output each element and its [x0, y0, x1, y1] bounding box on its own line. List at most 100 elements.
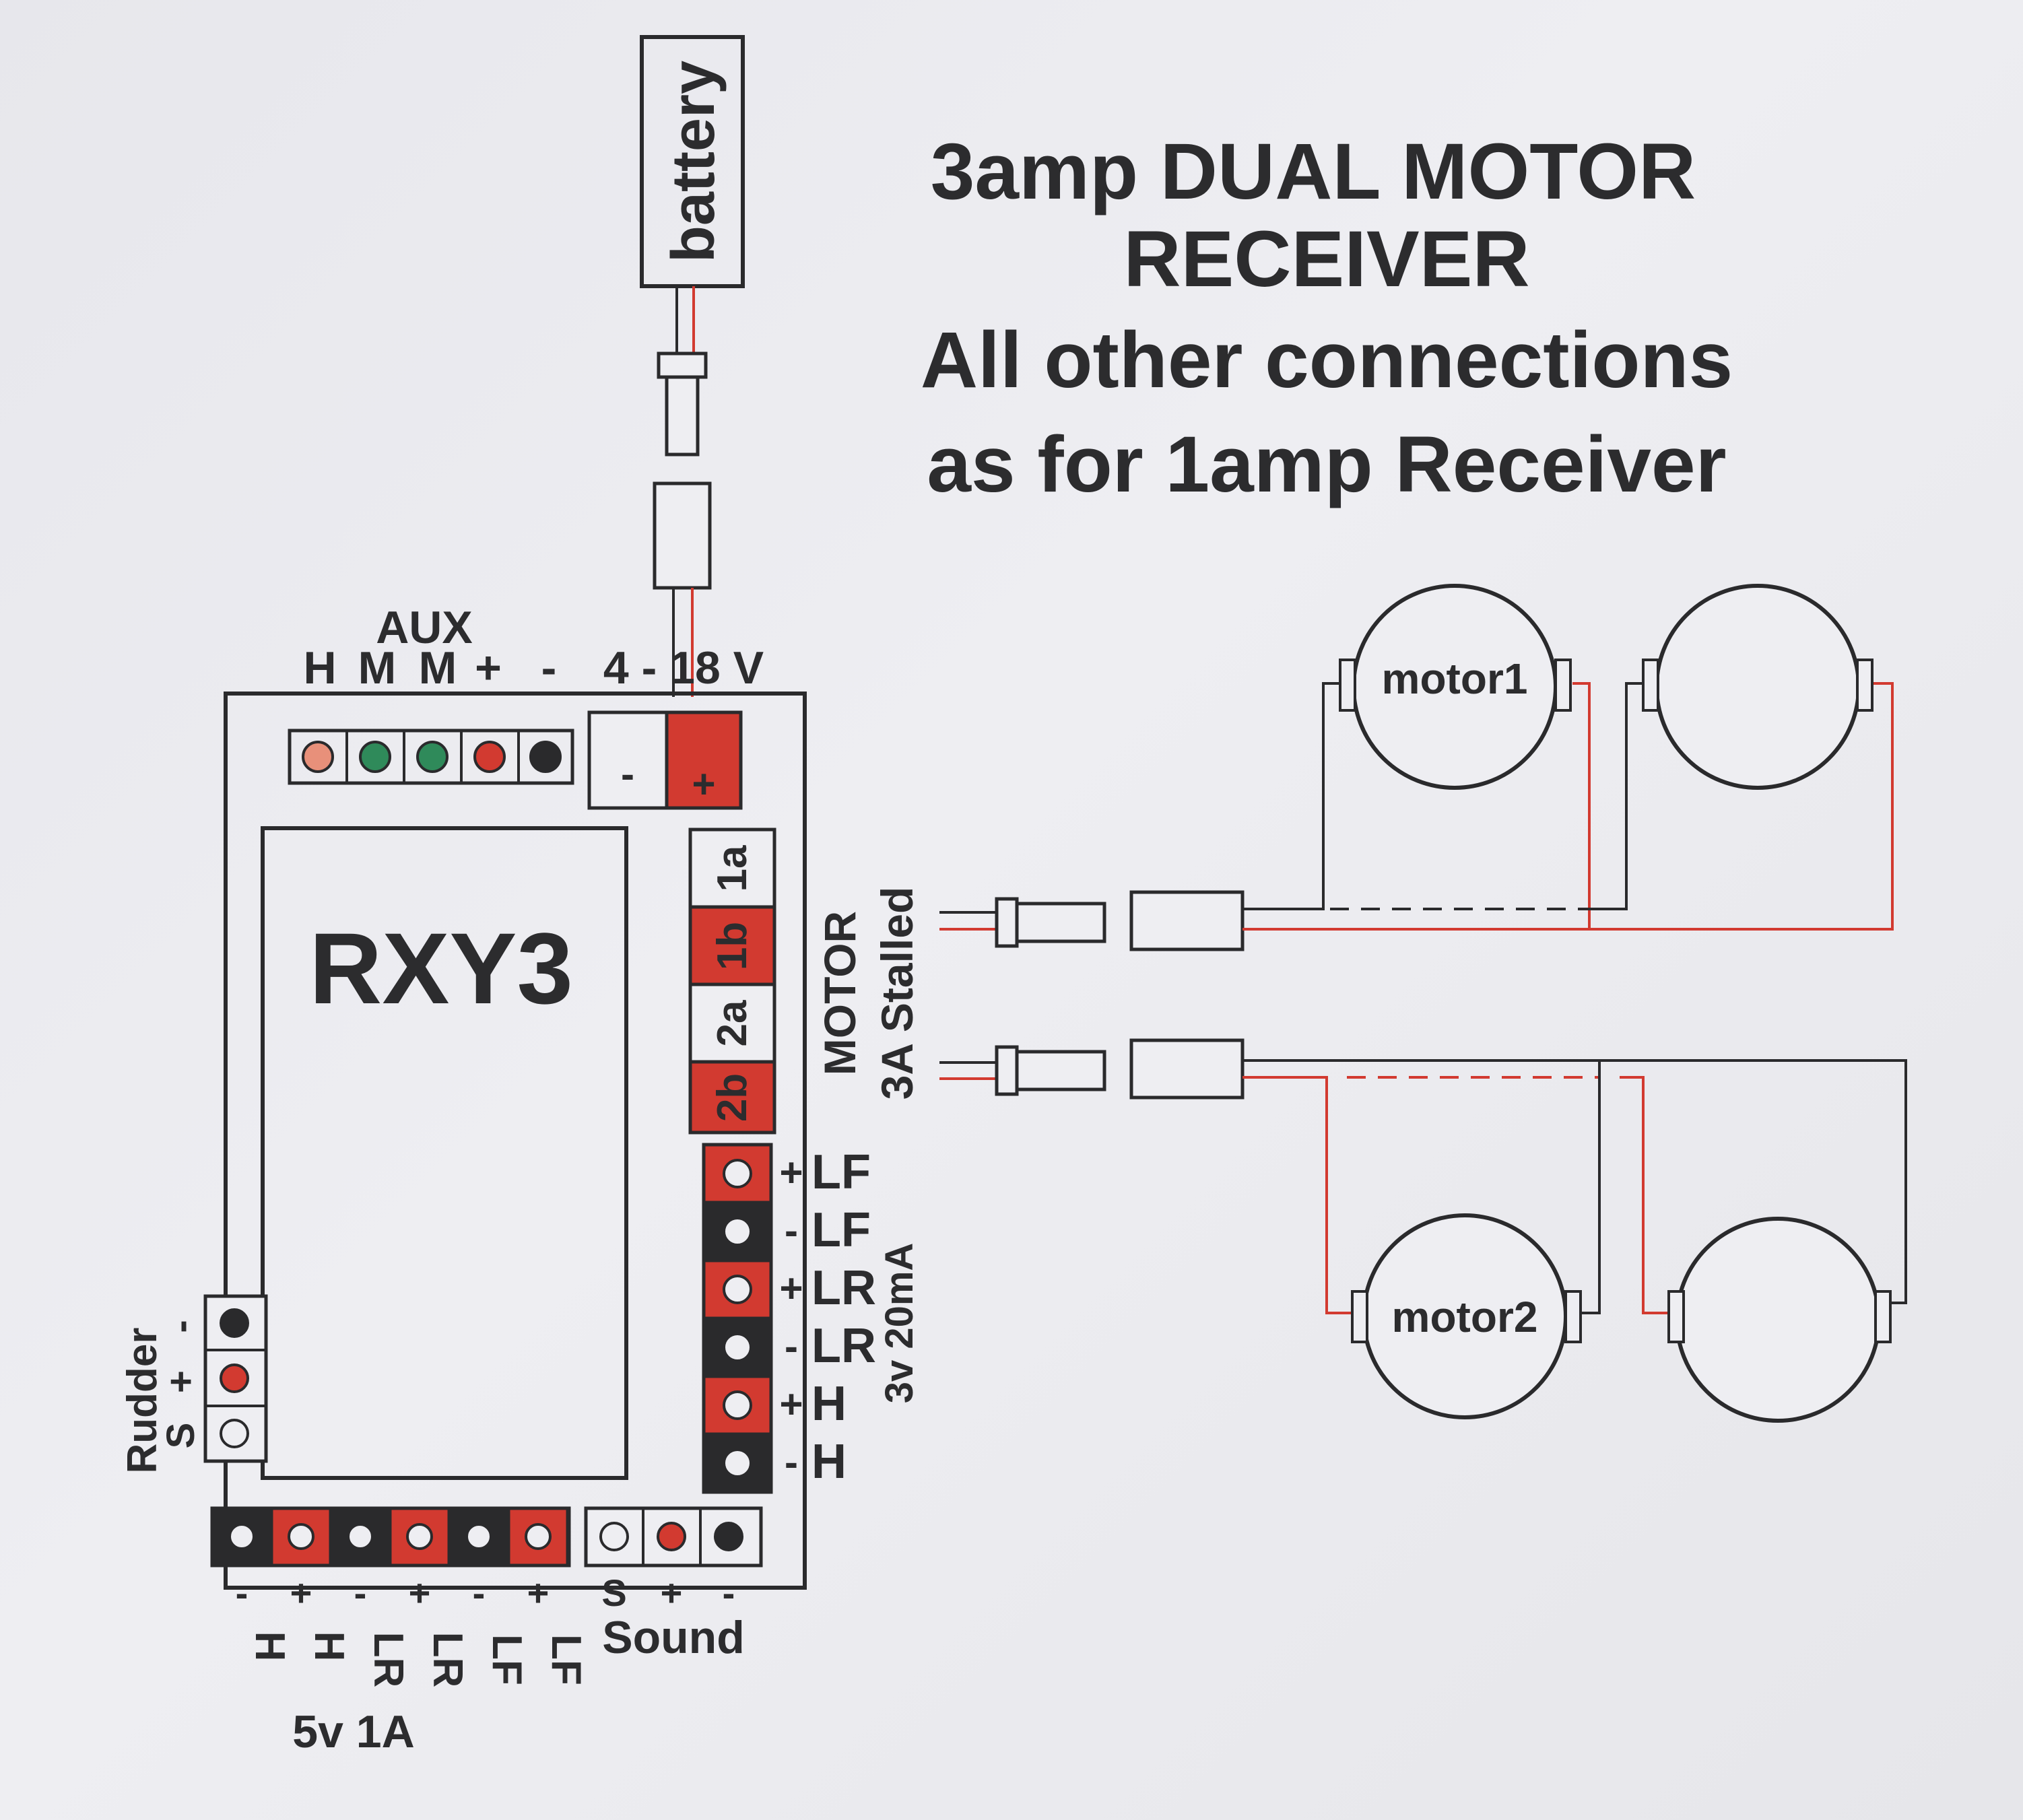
board-chip — [261, 826, 628, 1480]
connector-2-plug — [1015, 1050, 1106, 1091]
sound-pin-minus — [714, 1522, 743, 1551]
sound-pin-label-plus: + — [661, 1572, 683, 1614]
sound-label: Sound — [602, 1612, 745, 1663]
bottom-pin — [465, 1523, 492, 1550]
battery-plug-collar — [657, 351, 708, 379]
sound-pin-label-s: S — [601, 1572, 626, 1614]
title-line-3: All other connections — [921, 316, 1733, 405]
light-sign: + — [779, 1382, 803, 1427]
bottom-sign: + — [409, 1572, 431, 1614]
motor2-black-wire — [1579, 1060, 1601, 1314]
aux-pin-h — [302, 741, 334, 773]
motor1-black-wire — [1242, 682, 1340, 910]
motor-2b-body — [1675, 1217, 1881, 1423]
supply-plus-sign: + — [692, 762, 715, 807]
bottom-sign: - — [236, 1572, 248, 1614]
motor-2b — [1667, 1217, 1892, 1423]
title-line-1: 3amp DUAL MOTOR — [931, 127, 1696, 216]
motor-1b-terminal — [1642, 659, 1659, 712]
board-model: RXY3 — [309, 912, 573, 1025]
sound-pin-s — [599, 1522, 629, 1551]
bottom-name: H — [306, 1631, 352, 1662]
bottom-sign: + — [527, 1572, 550, 1614]
title-line-4: as for 1amp Receiver — [927, 420, 1726, 509]
connector-2-collar — [995, 1045, 1019, 1096]
motor-1-terminal — [1339, 659, 1356, 712]
light-name: LF — [811, 1203, 871, 1257]
battery: battery — [640, 35, 745, 697]
bottom-rating: 5v 1A — [292, 1706, 414, 1757]
motor-terminal-label-2b: 2b — [709, 1073, 756, 1122]
motor-terminal-2b — [688, 1060, 776, 1135]
motor-1b-terminal — [1856, 659, 1873, 712]
light-pin — [723, 1448, 752, 1478]
motor-1: motor1 — [1339, 584, 1572, 790]
motor-2-label: motor2 — [1392, 1293, 1538, 1341]
motor-label: MOTOR — [815, 911, 865, 1075]
sound-header: S + - Sound — [584, 1506, 763, 1663]
rudder-pin-s — [220, 1419, 249, 1448]
light-pin — [723, 1217, 752, 1246]
motor-1b-body — [1655, 584, 1861, 790]
aux-pin-label-plus: + — [475, 642, 502, 694]
light-rating: 3v 20mA — [877, 1243, 921, 1404]
board-outline — [224, 692, 807, 1590]
bottom-pin — [288, 1523, 314, 1550]
motor-2b-red-wire — [1620, 1076, 1669, 1314]
sound-pin-label-minus: - — [723, 1572, 735, 1614]
supply-minus-sign: - — [621, 751, 634, 797]
motor-2-terminal — [1564, 1290, 1582, 1343]
motor-terminal-1a — [688, 828, 776, 909]
battery-plug — [665, 375, 700, 457]
motor-1-label: motor1 — [1382, 654, 1528, 703]
bottom-pin — [347, 1523, 374, 1550]
supply-voltage-label: 4 - 18 V — [603, 642, 764, 694]
bottom-sign: - — [473, 1572, 486, 1614]
light-pin — [723, 1159, 752, 1188]
supply-terminal: - + — [587, 710, 743, 810]
rudder-pin-plus — [220, 1363, 249, 1393]
motor-1b-red-wire — [1589, 682, 1894, 931]
motor-terminal-label-2a: 2a — [709, 1000, 756, 1046]
sound-pin-plus — [657, 1522, 686, 1551]
rudder-label: Rudder — [119, 1328, 166, 1474]
motor2-red-wire — [1242, 1076, 1352, 1314]
light-sign: - — [785, 1208, 798, 1253]
light-name: H — [811, 1435, 847, 1489]
connector-1-plug — [1015, 902, 1106, 943]
bottom-pin — [228, 1523, 255, 1550]
rudder-pin-label-minus: - — [159, 1320, 203, 1333]
motor-2b-terminal — [1667, 1290, 1685, 1343]
bottom-name: LR — [424, 1632, 471, 1688]
light-sign: + — [779, 1150, 803, 1195]
aux-pin-m2 — [416, 741, 449, 773]
rudder-header: Rudder S + - — [119, 1294, 268, 1474]
motor-wiring — [939, 682, 1907, 1314]
bottom-name: H — [246, 1631, 293, 1662]
supply-terminal-plus — [665, 710, 743, 810]
aux-pin-label-m2: M — [419, 642, 457, 694]
supply-terminal-minus — [587, 710, 669, 810]
bottom-name: LF — [543, 1634, 589, 1685]
receiver-board: RXY3 AUX H M M + - 4 - 18 V - + — [119, 602, 922, 1757]
motor-terminals: 1a 1b 2a 2b — [688, 828, 776, 1135]
light-name: H — [811, 1377, 847, 1431]
title-line-2: RECEIVER — [1123, 215, 1529, 304]
battery-label: battery — [660, 61, 727, 263]
light-sign: + — [779, 1266, 803, 1311]
light-name: LR — [811, 1261, 876, 1315]
light-pin — [723, 1333, 752, 1362]
light-sign: - — [785, 1324, 798, 1369]
connector-1-socket — [1129, 890, 1245, 951]
bottom-sign: - — [354, 1572, 367, 1614]
aux-pin-plus — [473, 741, 506, 773]
motor-terminal-label-1a: 1a — [709, 845, 756, 891]
aux-header-outline — [288, 729, 574, 785]
light-sign: - — [785, 1440, 798, 1485]
motor-2b-terminal — [1874, 1290, 1892, 1343]
motor1-red-wire — [1242, 682, 1591, 931]
battery-socket — [653, 481, 712, 590]
aux-label: AUX — [376, 602, 473, 653]
motor-1b-black-wire — [1583, 682, 1643, 910]
